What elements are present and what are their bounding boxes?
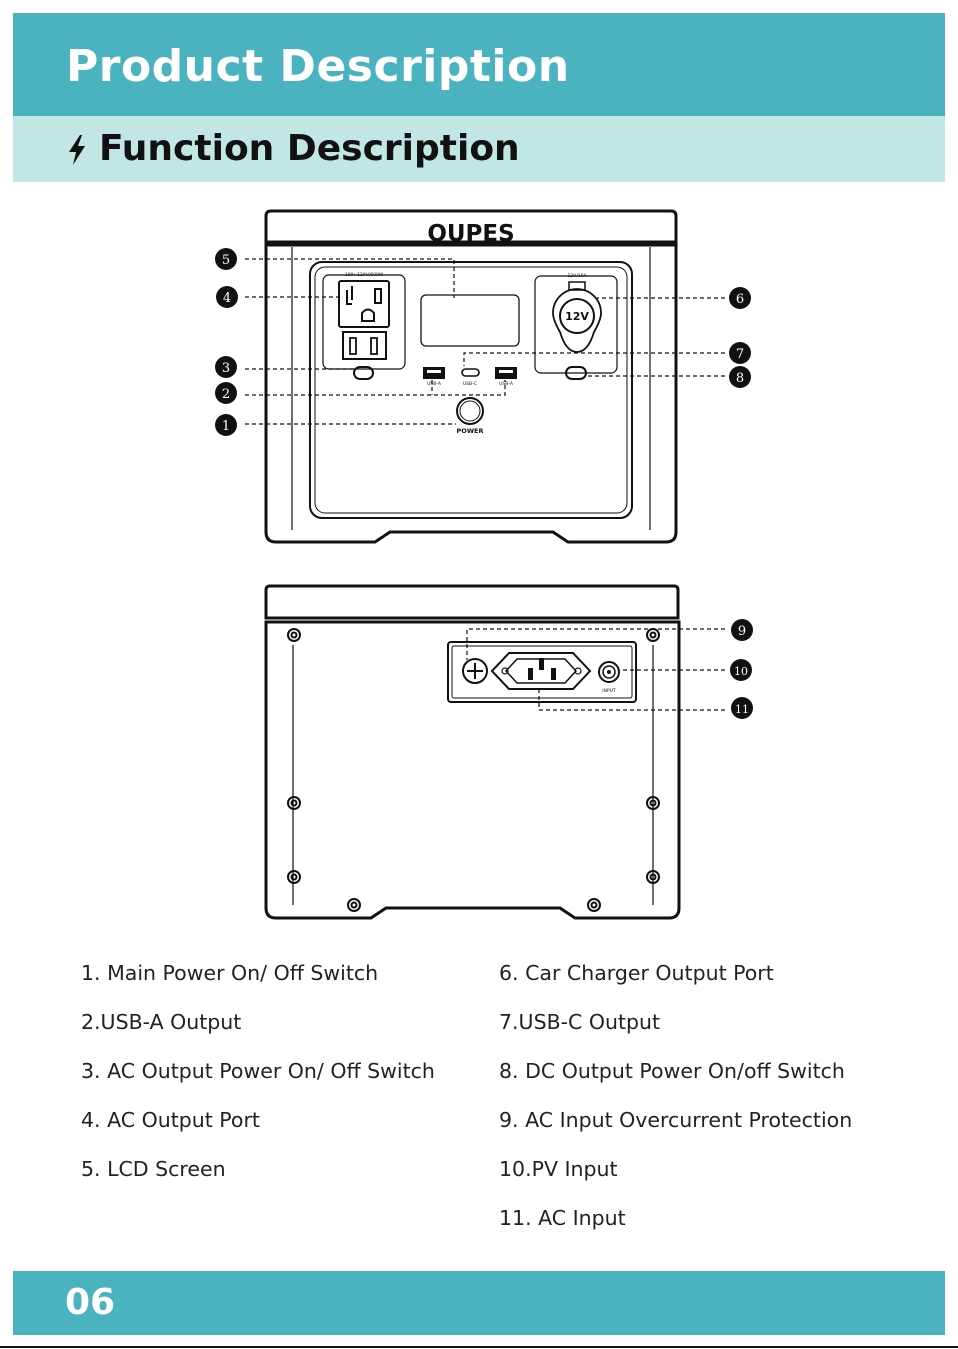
callout-badge-5: 5 (215, 248, 237, 270)
svg-text:1: 1 (222, 419, 230, 434)
svg-text:2: 2 (222, 387, 230, 402)
svg-text:10: 10 (734, 665, 748, 678)
ac-rating-label: 100~120V/600W (345, 272, 384, 278)
svg-text:6: 6 (736, 292, 744, 307)
product-diagram: OUPES 100~120V/600W 12V/10A 12V USB-A US… (215, 209, 753, 920)
callout-badge-11: 11 (731, 697, 753, 719)
svg-text:7: 7 (736, 347, 744, 362)
svg-text:4: 4 (223, 291, 231, 306)
list-item: 5. LCD Screen (81, 1157, 226, 1181)
list-item: 8. DC Output Power On/off Switch (499, 1059, 845, 1083)
page-title: Product Description (66, 41, 570, 92)
svg-text:8: 8 (736, 371, 744, 386)
section-title: Function Description (99, 128, 520, 169)
power-label: POWER (457, 427, 484, 435)
front-labels: OUPES 100~120V/600W 12V/10A 12V USB-A US… (345, 221, 590, 435)
svg-text:9: 9 (738, 624, 746, 639)
footer-bar: 06 (13, 1271, 945, 1335)
list-item: 3. AC Output Power On/ Off Switch (81, 1059, 435, 1083)
svg-text:11: 11 (735, 703, 749, 716)
subtitle-bar: Function Description (13, 116, 945, 182)
list-item: 11. AC Input (499, 1206, 626, 1230)
lightning-bolt-icon (69, 135, 85, 165)
front-view (264, 209, 678, 544)
list-item: 7.USB-C Output (499, 1010, 661, 1034)
title-bar: Product Description (13, 13, 945, 116)
feature-list-left: 1. Main Power On/ Off Switch 2.USB-A Out… (81, 958, 435, 1203)
list-item: 1. Main Power On/ Off Switch (81, 961, 379, 985)
bottom-divider (0, 1346, 958, 1348)
usb-a-left-label: USB-A (427, 381, 442, 387)
car-socket-label: 12V (565, 310, 589, 323)
back-view (264, 584, 681, 920)
list-item: 6. Car Charger Output Port (499, 961, 774, 985)
page-number: 06 (65, 1282, 116, 1323)
dc-rating-label: 12V/10A (567, 273, 587, 279)
callout-badge-7: 7 (729, 342, 751, 364)
list-item: 2.USB-A Output (81, 1010, 242, 1034)
usb-c-label: USB-C (463, 381, 477, 387)
back-leader-lines (466, 628, 725, 711)
svg-text:5: 5 (222, 253, 230, 268)
list-item: 9. AC Input Overcurrent Protection (499, 1108, 853, 1132)
front-leader-lines (245, 258, 725, 425)
input-label: INPUT (602, 688, 616, 694)
callout-badge-1: 1 (215, 414, 237, 436)
callout-badge-8: 8 (729, 366, 751, 388)
callout-badge-10: 10 (730, 659, 752, 681)
svg-text:3: 3 (222, 361, 230, 376)
brand-logo: OUPES (427, 221, 514, 247)
usb-a-right-label: USB-A (499, 381, 514, 387)
callout-badge-2: 2 (215, 382, 237, 404)
callout-badges: 5 4 3 2 1 6 7 8 9 10 11 (215, 248, 753, 719)
callout-badge-3: 3 (215, 356, 237, 378)
list-item: 4. AC Output Port (81, 1108, 260, 1132)
callout-badge-6: 6 (729, 287, 751, 309)
feature-list-right: 6. Car Charger Output Port 7.USB-C Outpu… (499, 958, 852, 1252)
callout-badge-4: 4 (216, 286, 238, 308)
callout-badge-9: 9 (731, 619, 753, 641)
list-item: 10.PV Input (499, 1157, 618, 1181)
